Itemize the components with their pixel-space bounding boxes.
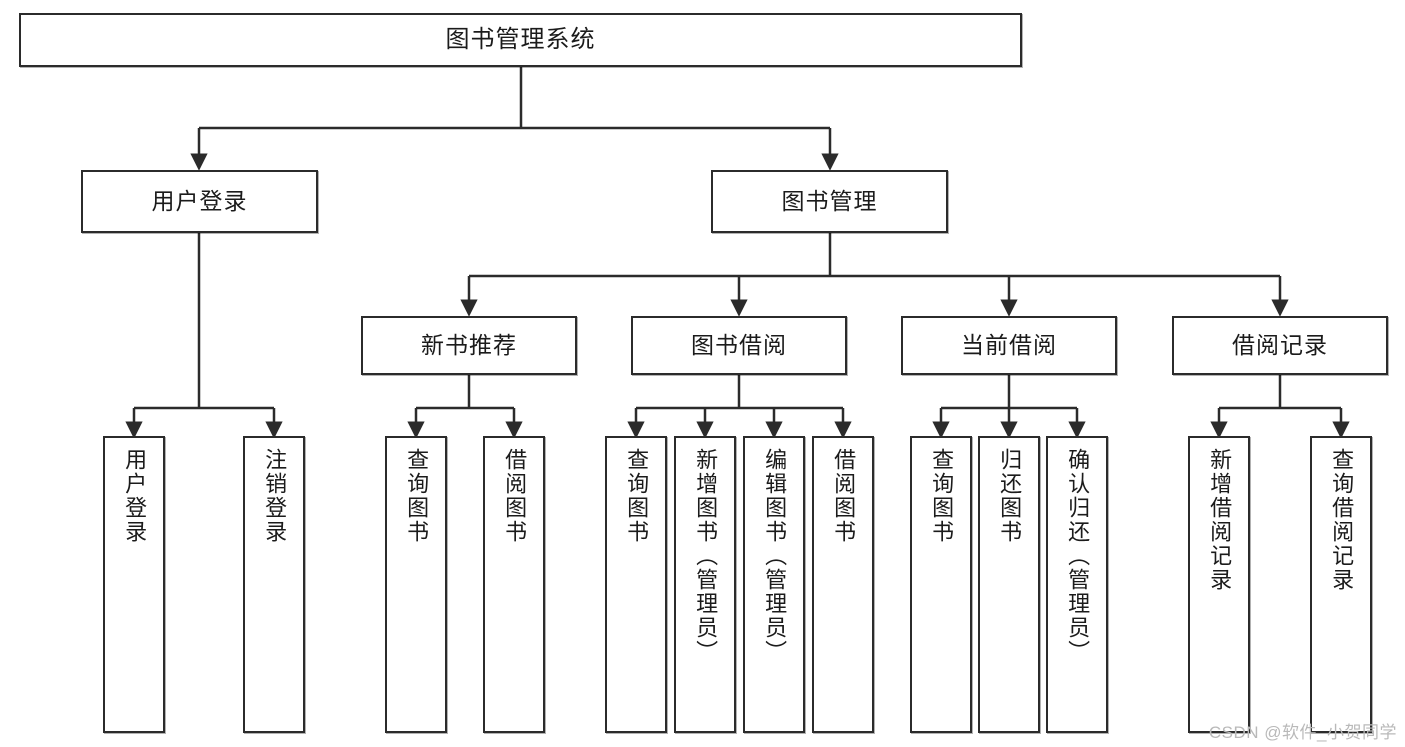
leaf-borrow-book[interactable]: 借阅图书 [812,436,874,733]
leaf-query-book-current[interactable]: 查询图书 [910,436,972,733]
node-current-borrow[interactable]: 当前借阅 [901,316,1117,375]
node-label: 用户登录 [151,187,248,214]
leaf-label: 查询图书 [624,448,650,544]
node-root-book-management-system[interactable]: 图书管理系统 [19,13,1022,67]
node-user-login[interactable]: 用户登录 [81,170,318,233]
node-new-book-recommend[interactable]: 新书推荐 [361,316,577,375]
leaf-add-borrow-record[interactable]: 新增借阅记录 [1188,436,1250,733]
node-label: 图书管理系统 [445,25,596,53]
node-borrow-record[interactable]: 借阅记录 [1172,316,1388,375]
leaf-label: 查询图书 [404,448,430,544]
leaf-user-login[interactable]: 用户登录 [103,436,165,733]
node-label: 新书推荐 [421,331,517,358]
leaf-label: 新增图书（管理员） [693,448,719,664]
leaf-label: 借阅图书 [831,448,857,544]
leaf-query-book-recommend[interactable]: 查询图书 [385,436,447,733]
leaf-confirm-return[interactable]: 确认归还（管理员） [1046,436,1108,733]
leaf-label: 确认归还（管理员） [1065,448,1091,664]
node-book-management[interactable]: 图书管理 [711,170,948,233]
leaf-return-book[interactable]: 归还图书 [978,436,1040,733]
leaf-label: 归还图书 [997,448,1023,544]
leaf-add-book[interactable]: 新增图书（管理员） [674,436,736,733]
node-label: 图书借阅 [691,331,787,358]
leaf-edit-book[interactable]: 编辑图书（管理员） [743,436,805,733]
leaf-borrow-book-recommend[interactable]: 借阅图书 [483,436,545,733]
leaf-label: 用户登录 [122,448,148,544]
node-book-borrow[interactable]: 图书借阅 [631,316,847,375]
leaf-query-book-borrow[interactable]: 查询图书 [605,436,667,733]
leaf-query-borrow-record[interactable]: 查询借阅记录 [1310,436,1372,733]
leaf-label: 注销登录 [262,448,288,544]
leaf-label: 借阅图书 [502,448,528,544]
node-label: 图书管理 [781,187,878,214]
node-label: 借阅记录 [1232,331,1328,358]
leaf-label: 新增借阅记录 [1207,448,1233,592]
node-label: 当前借阅 [961,331,1057,358]
leaf-logout[interactable]: 注销登录 [243,436,305,733]
leaf-label: 查询借阅记录 [1329,448,1355,592]
leaf-label: 编辑图书（管理员） [762,448,788,664]
csdn-watermark: CSDN @软件_小贺同学 [1208,723,1397,742]
leaf-label: 查询图书 [929,448,955,544]
